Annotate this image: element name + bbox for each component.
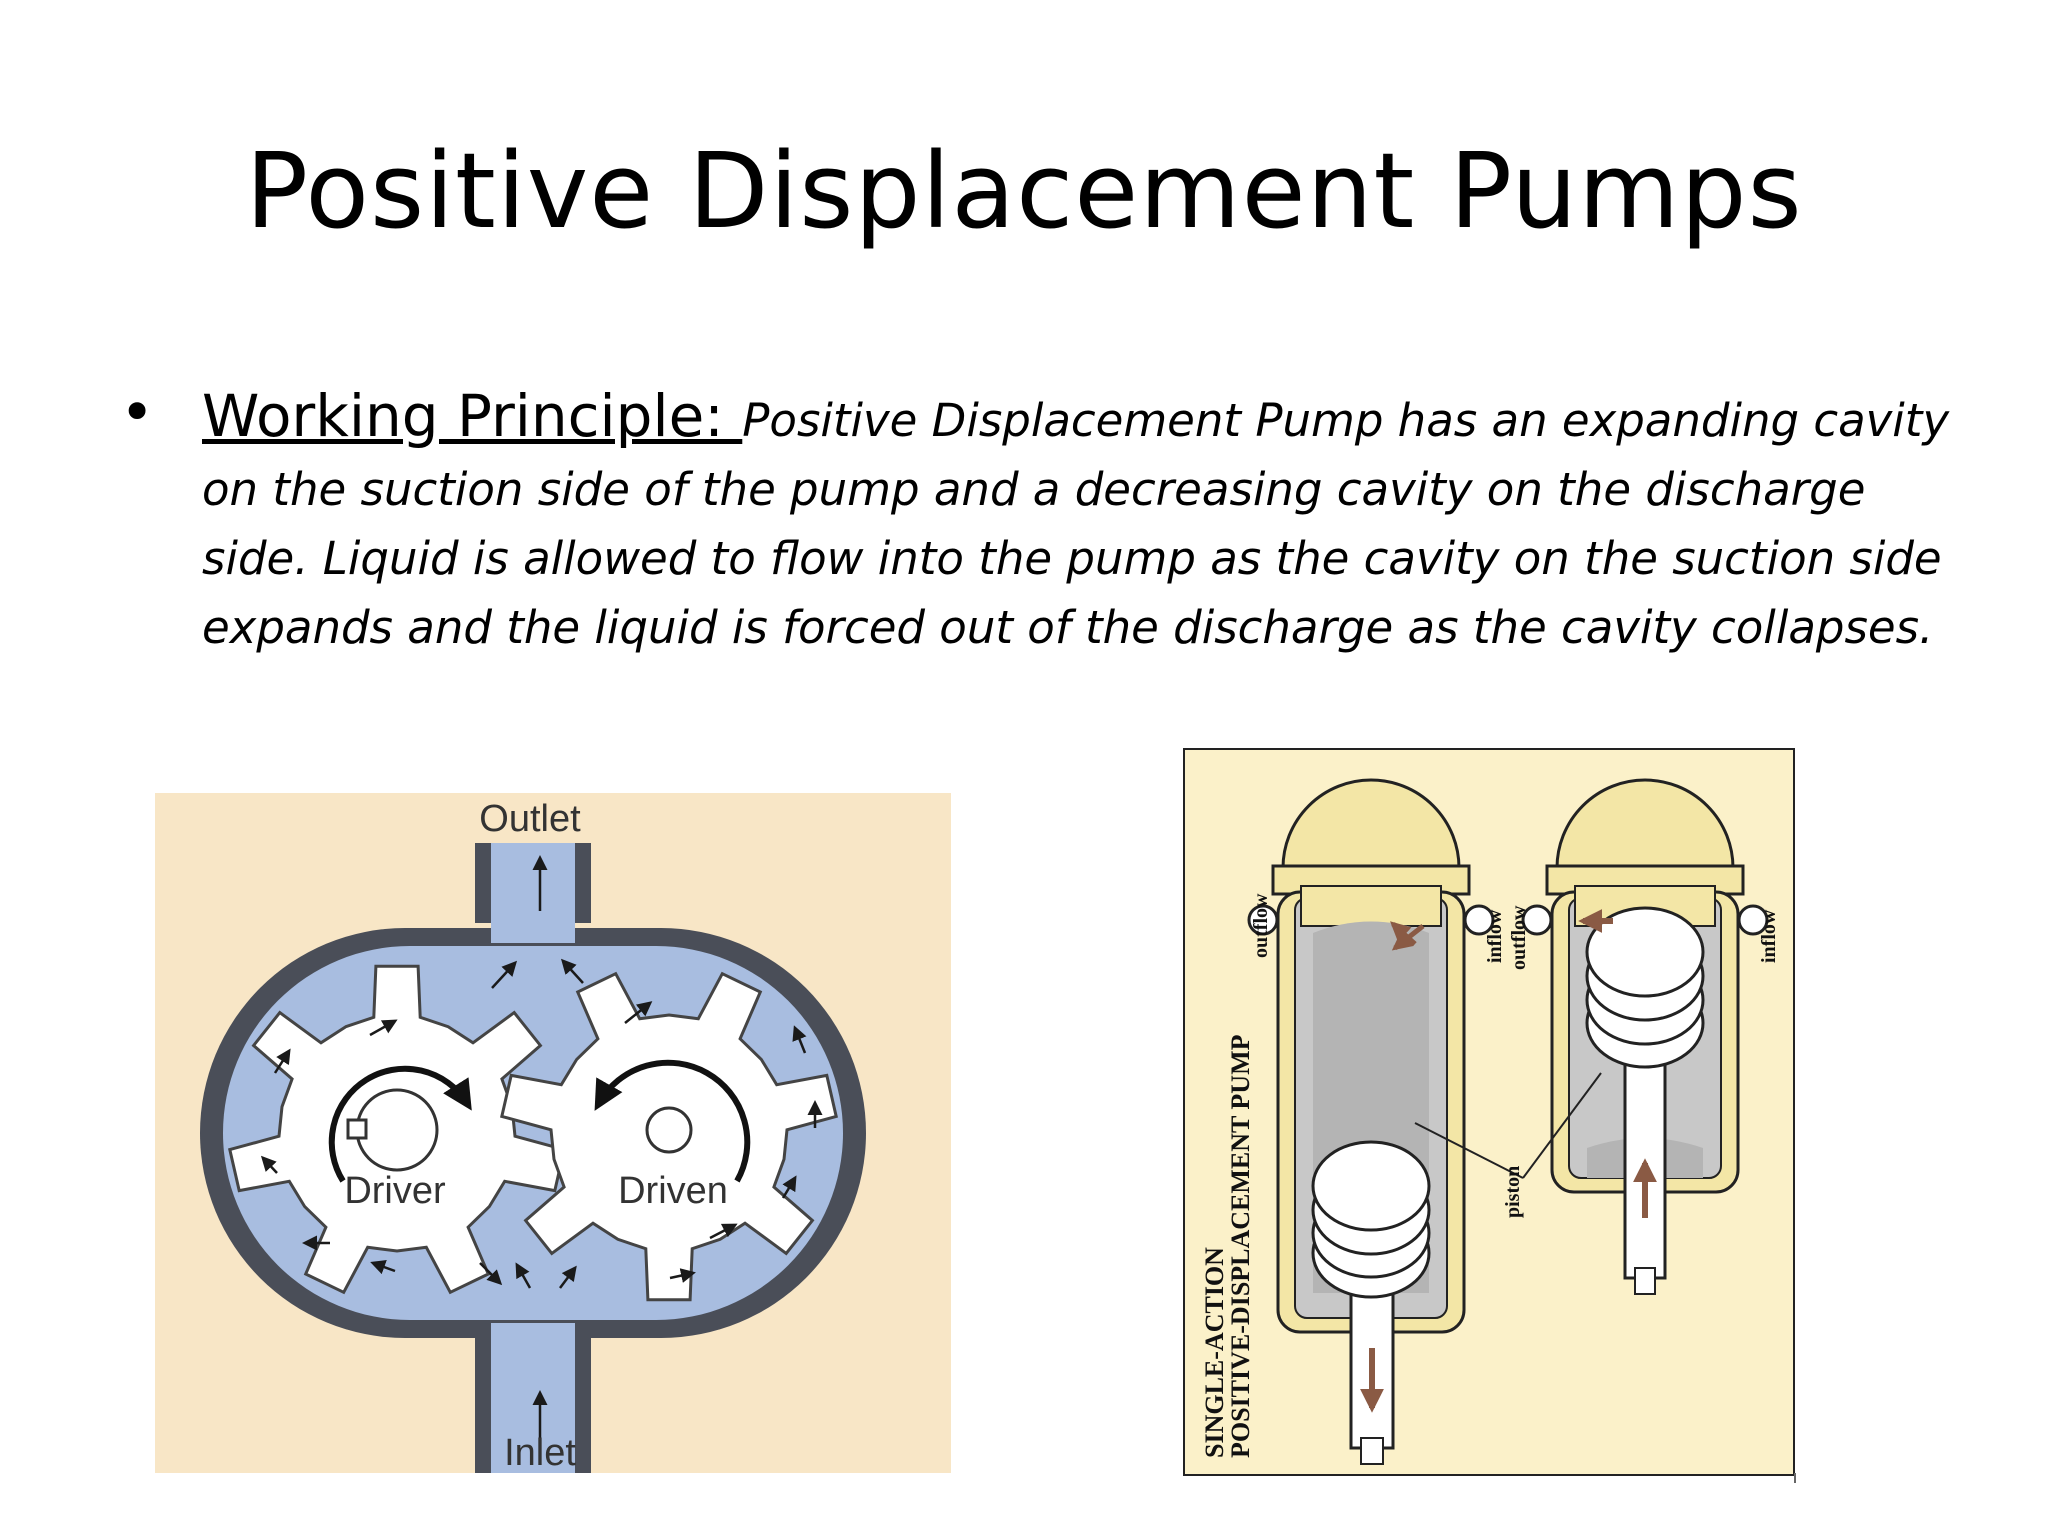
driven-shaft (645, 1106, 693, 1154)
inlet-label: Inlet (504, 1432, 576, 1473)
piston-leader-left (1414, 1122, 1524, 1179)
driver-label: Driver (344, 1170, 446, 1212)
left-cylinder (1247, 778, 1495, 1465)
left-inflow-label: inflow (1484, 909, 1506, 963)
bullet-marker: • (120, 378, 155, 446)
right-inflow-label: inflow (1758, 909, 1780, 963)
outlet-label: Outlet (479, 798, 581, 840)
working-principle-text: Positive Displacement Pump has an expand… (202, 394, 1950, 654)
piston-leader-right (1522, 1072, 1602, 1179)
driven-label: Driven (618, 1170, 728, 1212)
piston-label: piston (1502, 1166, 1524, 1218)
driver-key (346, 1118, 368, 1140)
gear-pump-diagram: Outlet Inlet Driver Driven (155, 793, 951, 1473)
slide-title: Positive Displacement Pumps (245, 130, 1803, 252)
right-cylinder (1521, 778, 1769, 1295)
slide-corner-mark (1794, 1473, 1796, 1483)
left-piston (1311, 1140, 1431, 1465)
piston-pump-diagram: SINGLE-ACTION POSITIVE-DISPLACEMENT PUMP… (1183, 748, 1795, 1476)
working-principle-heading: Working Principle: (202, 382, 743, 450)
driver-shaft (355, 1088, 439, 1172)
left-outflow-label: outflow (1250, 893, 1272, 958)
flow-arrows (260, 855, 823, 1448)
right-piston (1585, 906, 1705, 1295)
right-outflow-label: outflow (1508, 905, 1530, 970)
pump-title-line1: SINGLE-ACTION (1200, 1247, 1229, 1458)
driver-rotation-arrow (328, 1065, 472, 1183)
driven-rotation-arrow (594, 1059, 751, 1183)
working-principle-paragraph: Working Principle: Positive Displacement… (202, 382, 1962, 662)
pump-title-line2: POSITIVE-DISPLACEMENT PUMP (1226, 1034, 1255, 1458)
